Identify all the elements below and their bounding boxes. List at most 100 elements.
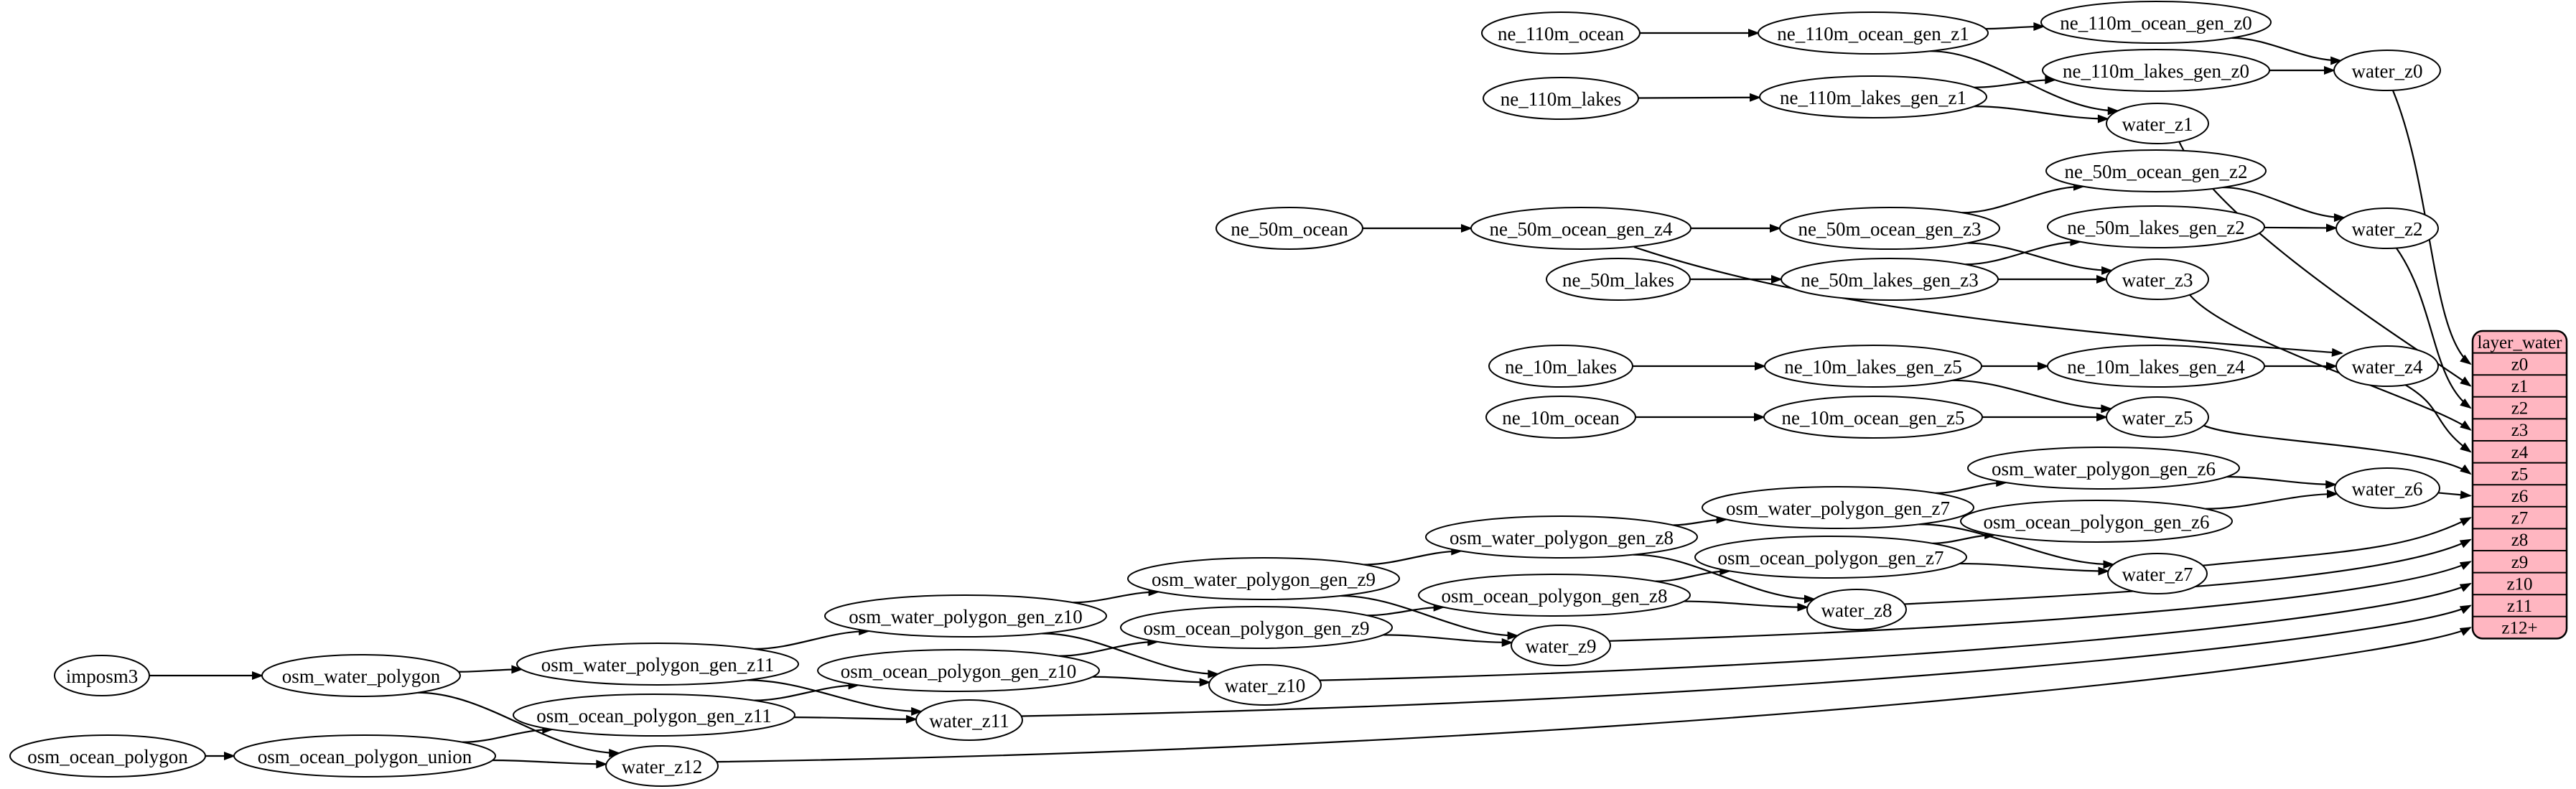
- node-ellipse: [2334, 467, 2440, 509]
- node-ne_50m_ocean: ne_50m_ocean: [1215, 207, 1363, 250]
- node-label: ne_50m_lakes: [1562, 269, 1674, 291]
- node-label: ne_10m_ocean_gen_z5: [1782, 407, 1965, 429]
- node-water_z9: water_z9: [1511, 625, 1611, 666]
- node-label: osm_water_polygon_gen_z10: [849, 606, 1082, 627]
- node-water_z10: water_z10: [1208, 664, 1322, 706]
- edge-osm_water_polygon_gen_z10-to-osm_water_polygon_gen_z9: [1073, 587, 1160, 604]
- edges-layer: [149, 22, 2472, 769]
- edge-osm_water_polygon_gen_z7-to-osm_water_polygon_gen_z6: [1935, 478, 2008, 494]
- edge-water_z10-to-layer_water-z10: [1319, 582, 2472, 681]
- node-label: ne_110m_ocean_gen_z0: [2060, 12, 2251, 34]
- edge-water_z8-to-layer_water-z8: [1904, 538, 2472, 605]
- node-label: water_z6: [2352, 478, 2423, 500]
- node-ellipse: [9, 734, 206, 778]
- edge-osm_ocean_polygon_union-to-water_z12: [493, 759, 608, 769]
- node-ellipse: [2045, 149, 2267, 192]
- node-ellipse: [915, 699, 1023, 741]
- node-ellipse: [1425, 515, 1698, 559]
- node-water_z4: water_z4: [2335, 345, 2439, 387]
- node-label: imposm3: [66, 666, 139, 687]
- edge-water_z7-to-layer_water-z7: [2203, 517, 2472, 566]
- node-label: ne_110m_ocean_gen_z1: [1777, 23, 1969, 45]
- table-row-z6: z6: [2511, 487, 2529, 506]
- edge-osm_water_polygon_gen_z10-to-water_z10: [1041, 632, 1220, 678]
- node-ne_110m_lakes_gen_z0: ne_110m_lakes_gen_z0: [2042, 49, 2270, 92]
- node-ellipse: [1960, 500, 2233, 543]
- edge-osm_ocean_polygon_gen_z9-to-water_z9: [1383, 634, 1513, 647]
- node-osm_ocean_polygon_gen_z8: osm_ocean_polygon_gen_z8: [1418, 574, 1691, 617]
- node-water_z12: water_z12: [605, 745, 719, 787]
- node-ellipse: [2333, 50, 2441, 91]
- edge-osm_ocean_polygon_gen_z7-to-osm_ocean_polygon_gen_z6: [1932, 531, 1997, 544]
- node-label: water_z5: [2122, 407, 2193, 429]
- node-osm_ocean_polygon_gen_z9: osm_ocean_polygon_gen_z9: [1120, 606, 1393, 649]
- table-row-z9: z9: [2511, 553, 2529, 572]
- node-ellipse: [2047, 205, 2265, 248]
- node-ellipse: [233, 734, 496, 778]
- table-row-z11: z11: [2507, 597, 2532, 616]
- node-ne_10m_ocean: ne_10m_ocean: [1485, 396, 1636, 439]
- node-osm_water_polygon: osm_water_polygon: [261, 654, 461, 697]
- node-ellipse: [1694, 536, 1967, 579]
- table-title: layer_water: [2478, 333, 2563, 353]
- node-label: osm_water_polygon_gen_z8: [1450, 527, 1674, 548]
- node-ne_10m_ocean_gen_z5: ne_10m_ocean_gen_z5: [1763, 396, 1983, 439]
- edge-water_z0-to-layer_water-z0: [2391, 90, 2472, 365]
- node-osm_water_polygon_gen_z8: osm_water_polygon_gen_z8: [1425, 515, 1698, 559]
- edge-osm_water_polygon_gen_z8-to-water_z8: [1633, 554, 1816, 604]
- edge-water_z4-to-layer_water-z4: [2404, 384, 2472, 453]
- node-label: osm_ocean_polygon_union: [258, 746, 472, 767]
- edge-osm_water_polygon_gen_z8-to-osm_water_polygon_gen_z7: [1673, 515, 1728, 526]
- node-ellipse: [1781, 258, 1999, 301]
- node-label: osm_water_polygon_gen_z11: [541, 654, 774, 676]
- edge-water_z2-to-layer_water-z2: [2395, 247, 2472, 409]
- table-row-z10: z10: [2506, 574, 2532, 594]
- edge-osm_ocean_polygon_gen_z11-to-osm_ocean_polygon_gen_z10: [754, 681, 860, 701]
- node-label: water_z3: [2122, 269, 2193, 291]
- node-label: ne_50m_ocean: [1231, 218, 1348, 240]
- node-ellipse: [1483, 77, 1639, 120]
- node-ellipse: [1511, 625, 1611, 666]
- node-label: water_z11: [929, 710, 1009, 732]
- edge-water_z12-to-layer_water-z12+: [717, 627, 2472, 763]
- node-water_z2: water_z2: [2335, 207, 2439, 249]
- node-imposm3: imposm3: [54, 655, 150, 696]
- node-label: osm_water_polygon: [282, 666, 441, 687]
- node-ellipse: [1470, 207, 1691, 250]
- edge-ne_50m_ocean_gen_z3-to-water_z3: [1966, 242, 2114, 275]
- edge-osm_ocean_polygon_union-to-osm_ocean_polygon_gen_z11: [462, 725, 554, 743]
- node-label: ne_10m_lakes_gen_z4: [2067, 356, 2245, 378]
- edge-osm_ocean_polygon_gen_z9-to-osm_ocean_polygon_gen_z8: [1367, 602, 1445, 617]
- node-ne_50m_lakes_gen_z2: ne_50m_lakes_gen_z2: [2047, 205, 2265, 248]
- node-ne_50m_lakes_gen_z3: ne_50m_lakes_gen_z3: [1781, 258, 1999, 301]
- node-label: ne_10m_ocean: [1502, 407, 1620, 429]
- node-label: ne_50m_lakes_gen_z2: [2067, 217, 2244, 238]
- node-osm_ocean_polygon_union: osm_ocean_polygon_union: [233, 734, 496, 778]
- node-ellipse: [1481, 11, 1641, 55]
- edge-ne_110m_lakes_gen_z1-to-water_z1: [1974, 106, 2109, 123]
- table-row-z4: z4: [2511, 443, 2529, 462]
- edge-osm_ocean_polygon_gen_z11-to-water_z11: [793, 714, 918, 724]
- node-ellipse: [1120, 606, 1393, 649]
- node-ellipse: [1127, 557, 1400, 600]
- node-label: water_z7: [2122, 564, 2193, 585]
- node-ne_10m_lakes_gen_z4: ne_10m_lakes_gen_z4: [2047, 345, 2265, 388]
- edge-ne_50m_ocean_gen_z4-to-water_z4: [1633, 246, 2343, 357]
- node-ellipse: [1806, 589, 1907, 630]
- edge-water_z6-to-layer_water-z6: [2437, 490, 2472, 500]
- node-water_z5: water_z5: [2106, 396, 2209, 438]
- node-ellipse: [605, 745, 719, 787]
- node-label: ne_10m_lakes_gen_z5: [1784, 356, 1961, 378]
- edge-osm_water_polygon-to-water_z12: [418, 691, 621, 758]
- node-ellipse: [1779, 207, 2000, 250]
- node-ellipse: [261, 654, 461, 697]
- edge-osm_ocean_polygon_gen_z7-to-water_z7: [1959, 562, 2110, 576]
- node-water_z11: water_z11: [915, 699, 1023, 741]
- node-label: osm_ocean_polygon_gen_z7: [1718, 547, 1944, 569]
- table-row-z5: z5: [2511, 464, 2529, 484]
- node-ne_10m_lakes_gen_z5: ne_10m_lakes_gen_z5: [1764, 345, 1982, 388]
- node-label: osm_water_polygon_gen_z7: [1726, 498, 1950, 519]
- node-ellipse: [2106, 258, 2209, 300]
- edge-ne_110m_ocean_gen_z1-to-water_z1: [1930, 50, 2119, 116]
- node-ellipse: [2047, 345, 2265, 388]
